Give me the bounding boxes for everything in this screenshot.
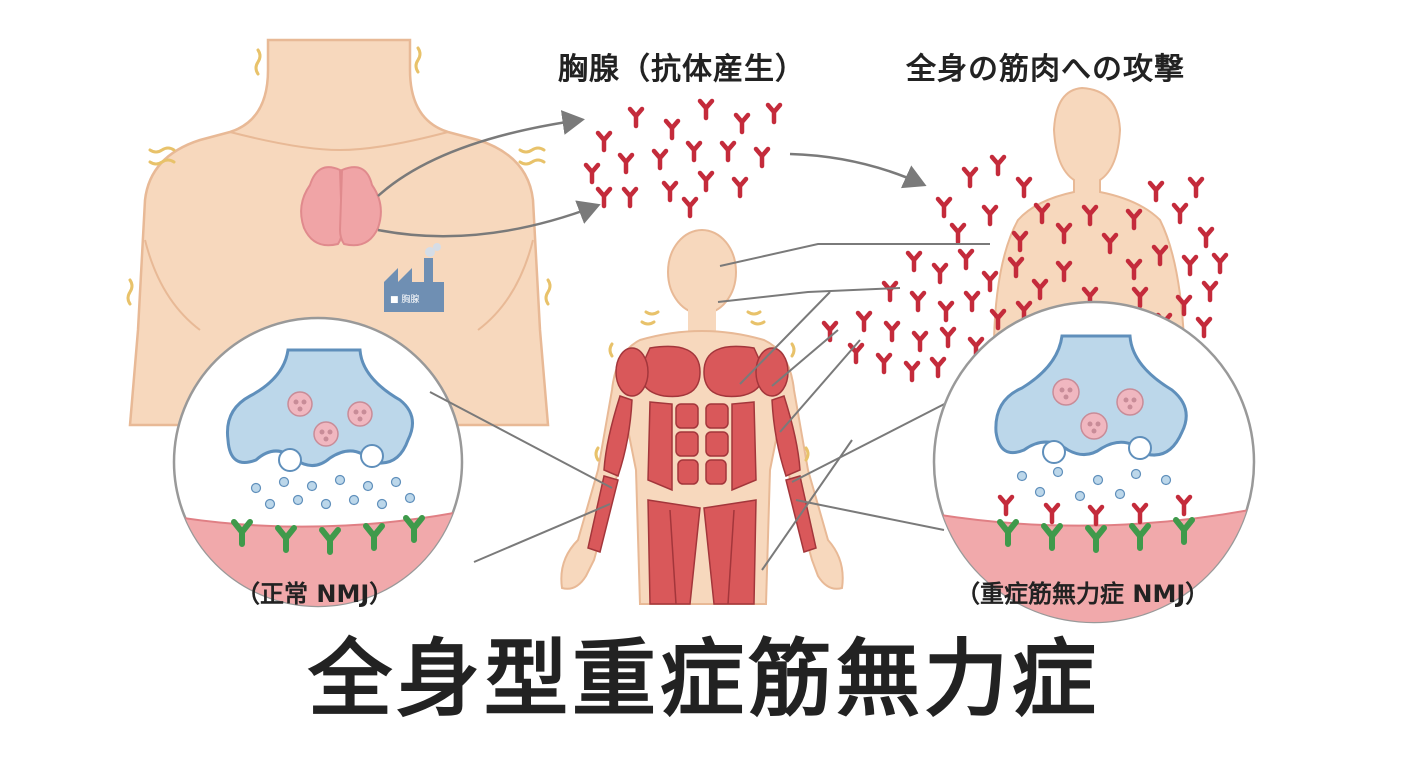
tremor-marks-chest (126, 46, 552, 306)
antibody-cluster-thymus (586, 101, 780, 216)
acetylcholine-molecules (1016, 466, 1172, 502)
tremor-marks-body (594, 310, 810, 462)
mg-nmj-label: （重症筋無力症 NMJ） (956, 580, 1210, 608)
arrow-icon (377, 110, 927, 238)
connector-lines (429, 243, 990, 571)
factory-sign: ■ 胸腺 (390, 293, 419, 305)
page-title: 全身型重症筋無力症 (307, 630, 1100, 728)
synaptic-vesicle-icon (278, 391, 384, 472)
acetylcholine-molecules (250, 474, 416, 510)
systemic-attack-label: 全身の筋肉への攻撃 (906, 52, 1185, 87)
normal-nmj-label: （正常 NMJ） (236, 580, 394, 608)
thymus-antibody-label: 胸腺（抗体産生） (558, 52, 806, 87)
factory-icon: ■ 胸腺 (384, 243, 444, 312)
thymus-gland (300, 166, 382, 247)
muscular-body-figure (560, 229, 844, 605)
mg-nmj-inset (932, 300, 1256, 624)
synaptic-vesicle-icon (1042, 378, 1152, 464)
